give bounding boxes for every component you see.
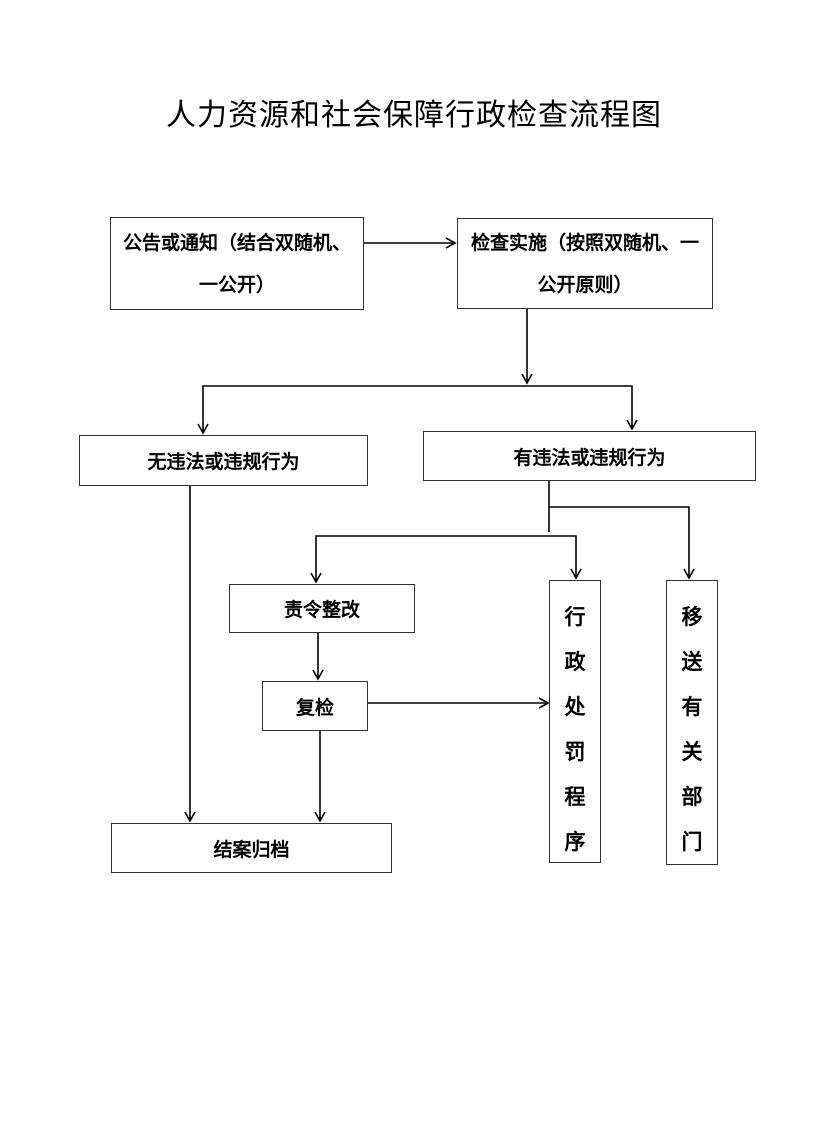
node-notice: 公告或通知（结合双随机、一公开） (110, 217, 364, 310)
node-recheck-label: 复检 (295, 696, 334, 719)
node-violation: 有违法或违规行为 (423, 431, 756, 481)
page-title: 人力资源和社会保障行政检查流程图 (166, 98, 662, 133)
node-close-label: 结案归档 (213, 838, 290, 861)
node-penalty-char: 政 (564, 650, 586, 674)
node-rectify-label: 责令整改 (283, 599, 360, 621)
node-transfer-char: 送 (681, 650, 703, 674)
node-transfer-char: 移 (681, 605, 703, 629)
node-no-violation-label: 无违法或违规行为 (147, 451, 300, 473)
node-notice-label: 公告或通知（结合双随机、一公开） (122, 231, 351, 296)
node-penalty-char: 行 (564, 605, 586, 629)
node-penalty-char: 处 (564, 695, 586, 719)
node-no-violation: 无违法或违规行为 (79, 435, 368, 486)
arrow-to-rectify (310, 535, 549, 584)
arrow-to-no-violation (197, 385, 527, 435)
node-inspect: 检查实施（按照双随机、一公开原则） (457, 218, 713, 309)
arrow-to-violation (527, 385, 638, 431)
node-transfer-char: 关 (681, 740, 703, 764)
node-recheck: 复检 (262, 681, 368, 731)
arrow-to-transfer (549, 506, 695, 580)
node-transfer: 移 送 有 关 部 门 (666, 580, 718, 865)
node-penalty: 行 政 处 罚 程 序 (549, 580, 601, 863)
node-penalty-char: 罚 (564, 740, 586, 764)
arrow-to-penalty (549, 535, 582, 580)
node-inspect-label: 检查实施（按照双随机、一公开原则） (470, 231, 699, 296)
node-penalty-char: 序 (564, 830, 586, 854)
node-close: 结案归档 (111, 823, 392, 873)
node-rectify: 责令整改 (229, 584, 415, 633)
node-violation-label: 有违法或违规行为 (513, 446, 666, 469)
node-transfer-char: 部 (681, 785, 703, 809)
node-transfer-char: 门 (681, 830, 703, 854)
node-transfer-char: 有 (681, 695, 703, 719)
node-penalty-char: 程 (564, 785, 586, 809)
